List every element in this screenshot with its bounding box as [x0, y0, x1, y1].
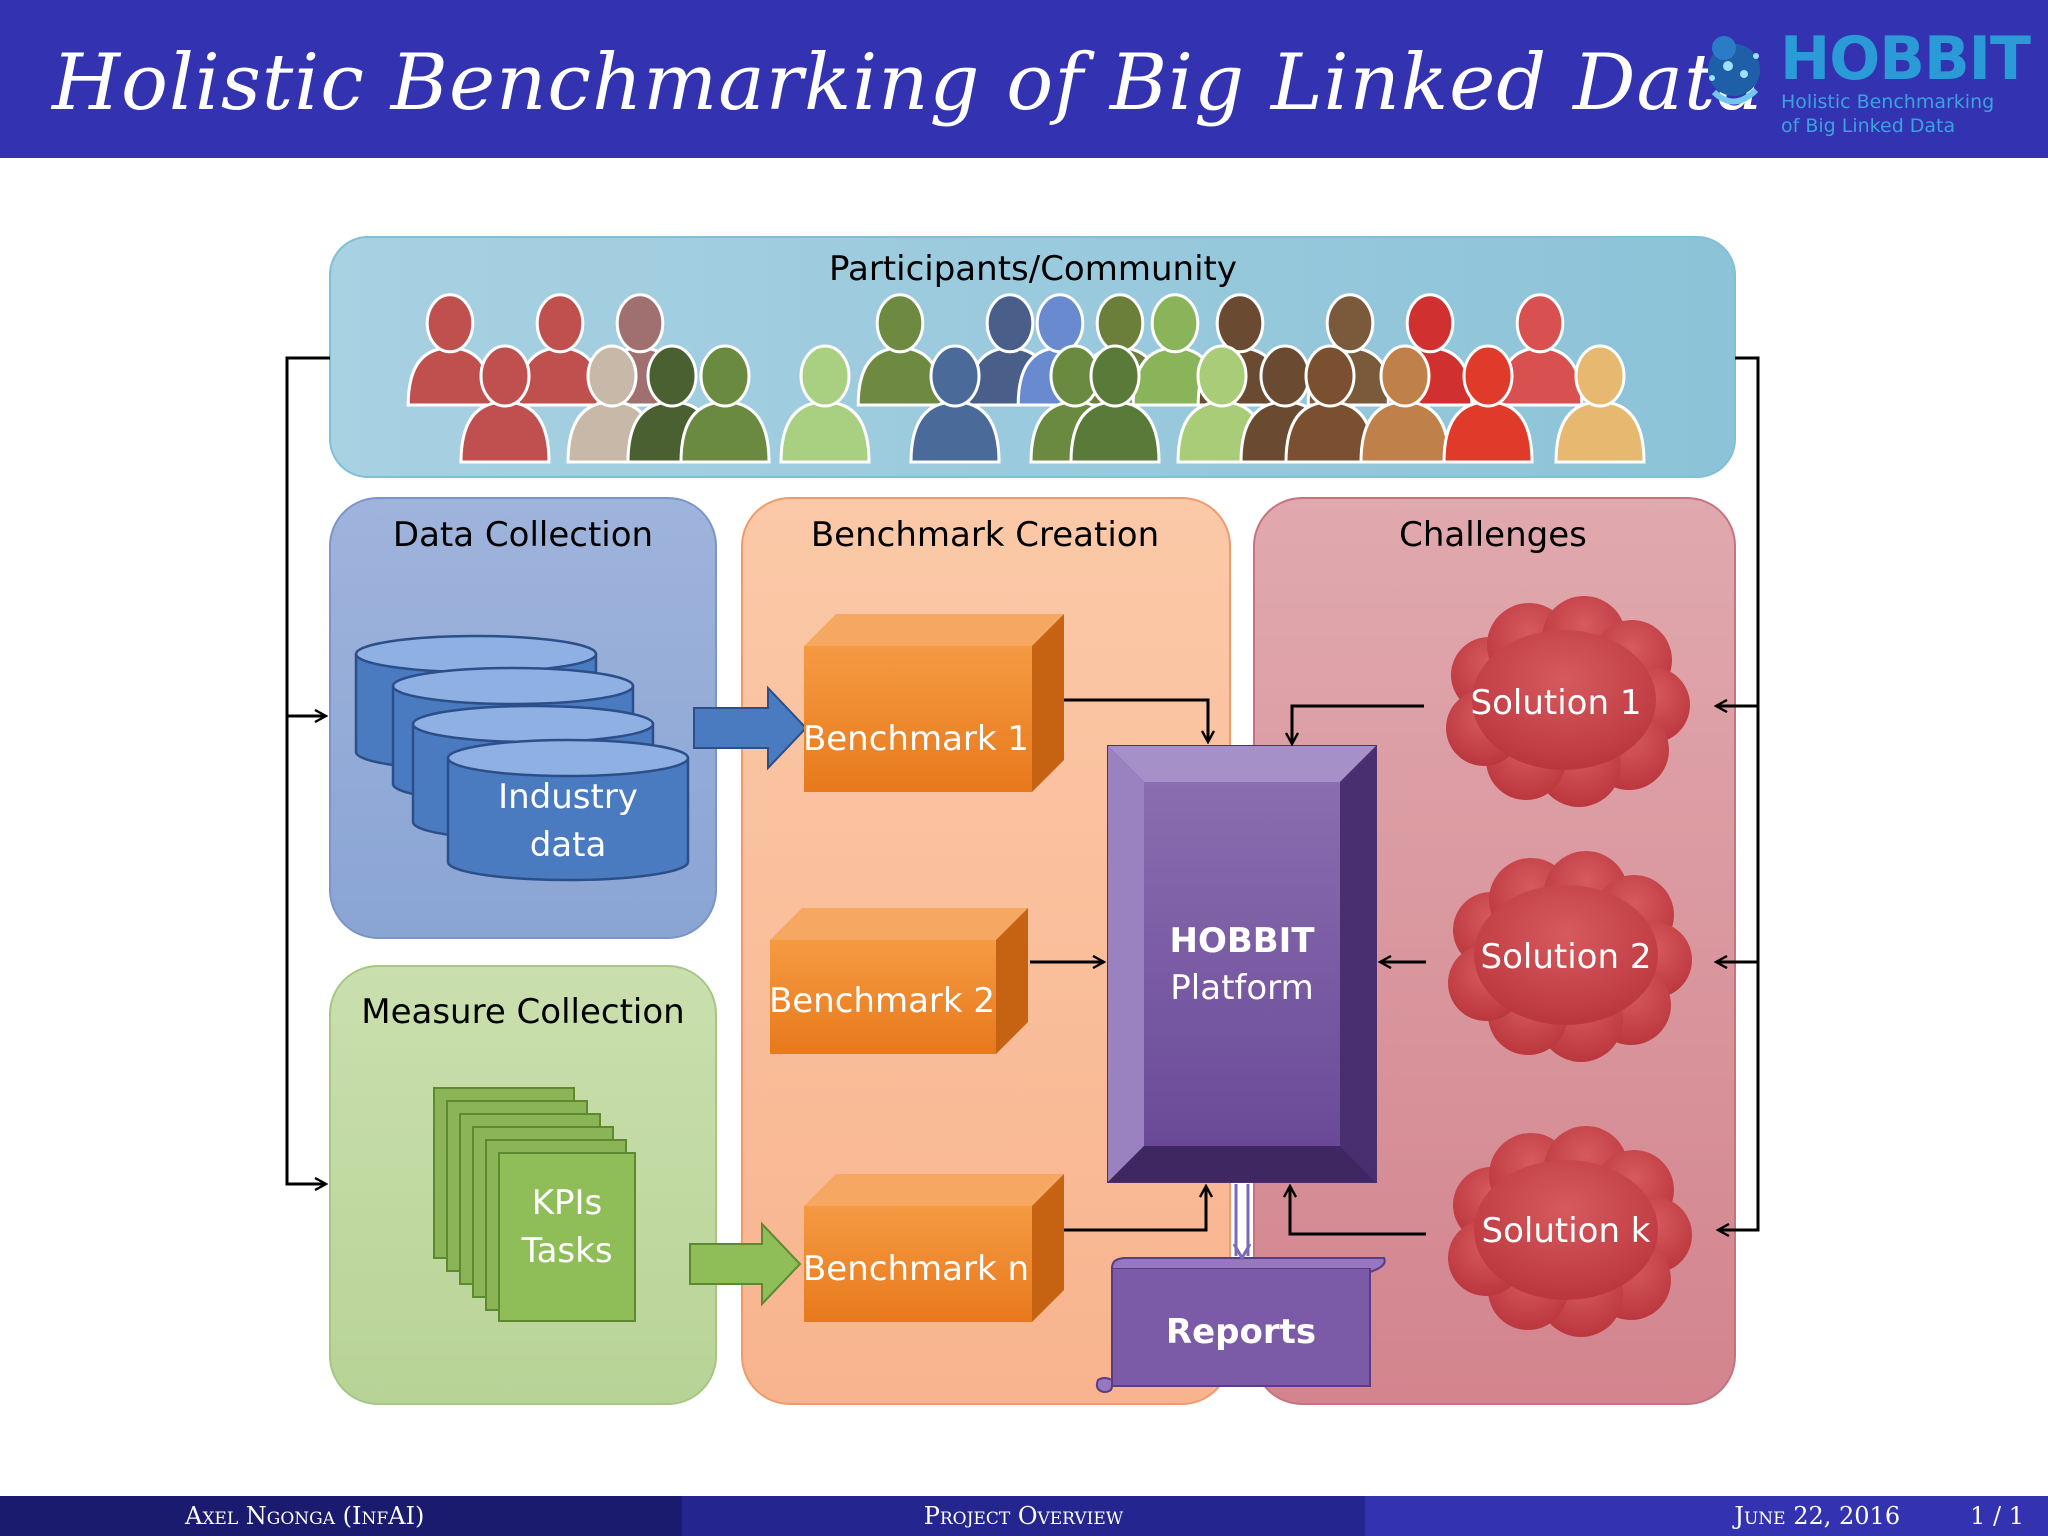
- footer-author-segment: Axel Ngonga (InfAI): [0, 1496, 682, 1536]
- community-person-icon: [1442, 344, 1534, 464]
- community-person-icon: [1131, 293, 1219, 407]
- hobbit-platform-block: HOBBIT Platform: [1107, 745, 1377, 1183]
- tasks-label: Tasks: [520, 1231, 612, 1271]
- hobbit-logo: HOBBIT Holistic Benchmarking of Big Link…: [1690, 14, 2031, 144]
- logo-subtitle-line1: Holistic Benchmarking: [1781, 91, 1995, 113]
- solution-k-label: Solution k: [1481, 1211, 1650, 1251]
- community-person-icon: [909, 344, 1001, 464]
- benchmark-1-box: Benchmark 1: [803, 614, 1064, 792]
- connector-lines: [285, 356, 1760, 1236]
- community-person-icon: [1359, 344, 1451, 464]
- solution-1-to-platform-connector: [1292, 704, 1424, 744]
- reports-scroll: Reports: [1095, 1257, 1386, 1394]
- benchmark-n-box: Benchmark n: [803, 1174, 1064, 1322]
- footer-section-segment: Project Overview: [682, 1496, 1365, 1536]
- benchmark-n-label: Benchmark n: [803, 1249, 1029, 1289]
- solution-2-label: Solution 2: [1481, 937, 1652, 977]
- community-label: Participants/Community: [829, 249, 1237, 289]
- community-person-icon: [1069, 344, 1161, 464]
- benchmark-creation-label: Benchmark Creation: [811, 515, 1159, 555]
- logo-subtitle: Holistic Benchmarking of Big Linked Data: [1781, 90, 1994, 138]
- industry-data-store: Industry data: [354, 634, 690, 882]
- benchmark-1-to-platform-connector: [1064, 698, 1208, 742]
- industry-data-line1: Industry: [498, 777, 638, 817]
- reports-label: Reports: [1166, 1312, 1316, 1352]
- platform-title: HOBBIT: [1169, 921, 1315, 961]
- measure-collection-label: Measure Collection: [361, 992, 684, 1032]
- footer-date-segment: June 22, 2016 1 / 1: [1365, 1496, 2048, 1536]
- community-to-measure-connector: [285, 356, 330, 1184]
- solution-k-to-platform-connector: [1290, 1186, 1426, 1236]
- benchmark-n-to-platform-connector: [1064, 1186, 1206, 1232]
- measures-to-benchmark-arrow: [689, 1221, 802, 1307]
- data-to-benchmark-arrow: [693, 685, 808, 771]
- benchmark-2-label: Benchmark 2: [769, 981, 995, 1021]
- slide-title: Holistic Benchmarking of Big Linked Data: [52, 38, 1764, 128]
- footer-author: Axel Ngonga (InfAI): [185, 1502, 425, 1530]
- logo-wordmark: HOBBIT: [1780, 24, 2031, 94]
- challenges-label: Challenges: [1399, 515, 1587, 555]
- hobbit-creature-icon: [1708, 36, 1760, 105]
- community-person-icon: [1496, 293, 1584, 407]
- community-person-icon: [779, 344, 871, 464]
- footer-date: June 22, 2016: [1734, 1502, 1901, 1530]
- community-person-icon: [459, 344, 551, 464]
- solution-1-label: Solution 1: [1471, 683, 1642, 723]
- community-person-icon: [1284, 344, 1376, 464]
- footer-page-number: 1 / 1: [1970, 1502, 2024, 1530]
- platform-subtitle: Platform: [1170, 968, 1313, 1008]
- logo-subtitle-line2: of Big Linked Data: [1781, 115, 1956, 137]
- community-people-group: [406, 293, 1646, 464]
- community-to-solution-k-connector: [1718, 356, 1760, 1230]
- benchmark-1-label: Benchmark 1: [803, 719, 1029, 759]
- solution-2-cloud: Solution 2: [1448, 851, 1692, 1062]
- slide-footer: Axel Ngonga (InfAI) Project Overview Jun…: [0, 1496, 2048, 1536]
- community-person-icon: [1554, 344, 1646, 464]
- data-collection-label: Data Collection: [393, 515, 653, 555]
- benchmark-2-box: Benchmark 2: [769, 908, 1028, 1054]
- kpis-tasks-stack: KPIs Tasks: [433, 1087, 636, 1322]
- footer-section: Project Overview: [923, 1502, 1124, 1530]
- platform-to-reports-arrow: [1232, 1184, 1252, 1262]
- industry-data-line2: data: [530, 825, 607, 865]
- solution-1-cloud: Solution 1: [1446, 596, 1690, 807]
- slide-header: Holistic Benchmarking of Big Linked Data…: [0, 0, 2048, 158]
- kpis-label: KPIs: [532, 1183, 603, 1223]
- community-person-icon: [679, 344, 771, 464]
- community-person-icon: [516, 293, 604, 407]
- solution-k-cloud: Solution k: [1448, 1126, 1692, 1337]
